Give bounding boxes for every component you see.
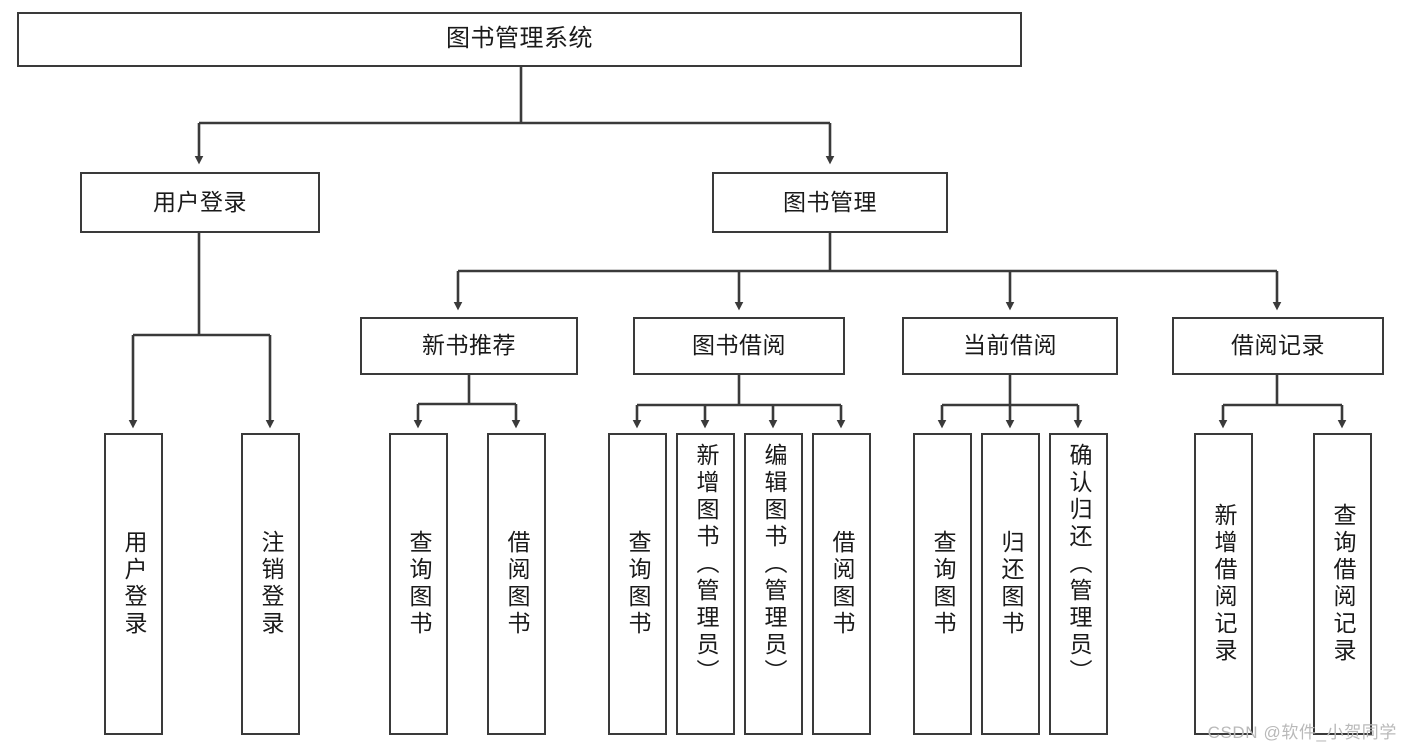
node-label: 新增借阅记录	[1211, 503, 1237, 665]
node-leaf-logout[interactable]: 注销登录	[241, 433, 300, 735]
node-leaf-query-book-3[interactable]: 查询图书	[913, 433, 972, 735]
node-leaf-query-book-2[interactable]: 查询图书	[608, 433, 667, 735]
node-root-system[interactable]: 图书管理系统	[17, 12, 1022, 67]
node-leaf-query-record[interactable]: 查询借阅记录	[1313, 433, 1372, 735]
node-leaf-add-book[interactable]: 新增图书（管理员）	[676, 433, 735, 735]
node-book-management[interactable]: 图书管理	[712, 172, 948, 233]
node-label: 图书管理	[783, 188, 877, 215]
node-label: 新书推荐	[422, 332, 516, 359]
node-user-login[interactable]: 用户登录	[80, 172, 320, 233]
node-leaf-confirm-return[interactable]: 确认归还（管理员）	[1049, 433, 1108, 735]
csdn-watermark: CSDN @软件_小贺同学	[1207, 723, 1397, 742]
node-label: 用户登录	[121, 530, 147, 638]
node-borrow-record[interactable]: 借阅记录	[1172, 317, 1384, 375]
node-label: 借阅记录	[1231, 332, 1325, 359]
node-label: 注销登录	[258, 530, 284, 638]
node-leaf-add-record[interactable]: 新增借阅记录	[1194, 433, 1253, 735]
node-label: 查询图书	[930, 530, 956, 638]
node-label: 图书借阅	[692, 332, 786, 359]
node-label: 查询图书	[406, 530, 432, 638]
node-label: 借阅图书	[504, 530, 530, 638]
node-new-book-recommend[interactable]: 新书推荐	[360, 317, 578, 375]
node-leaf-query-book-1[interactable]: 查询图书	[389, 433, 448, 735]
node-leaf-return-book[interactable]: 归还图书	[981, 433, 1040, 735]
node-current-borrow[interactable]: 当前借阅	[902, 317, 1118, 375]
node-label: 借阅图书	[829, 530, 855, 638]
node-leaf-edit-book[interactable]: 编辑图书（管理员）	[744, 433, 803, 735]
node-label: 新增图书（管理员）	[693, 443, 719, 686]
node-label: 查询图书	[625, 530, 651, 638]
node-label: 图书管理系统	[446, 25, 593, 53]
node-label: 确认归还（管理员）	[1066, 443, 1092, 686]
node-book-borrow[interactable]: 图书借阅	[633, 317, 845, 375]
node-label: 归还图书	[998, 530, 1024, 638]
node-leaf-user-login[interactable]: 用户登录	[104, 433, 163, 735]
node-leaf-borrow-book-1[interactable]: 借阅图书	[487, 433, 546, 735]
node-label: 用户登录	[153, 188, 247, 215]
node-label: 查询借阅记录	[1330, 503, 1356, 665]
node-label: 当前借阅	[963, 332, 1057, 359]
node-label: 编辑图书（管理员）	[761, 443, 787, 686]
node-leaf-borrow-book-2[interactable]: 借阅图书	[812, 433, 871, 735]
